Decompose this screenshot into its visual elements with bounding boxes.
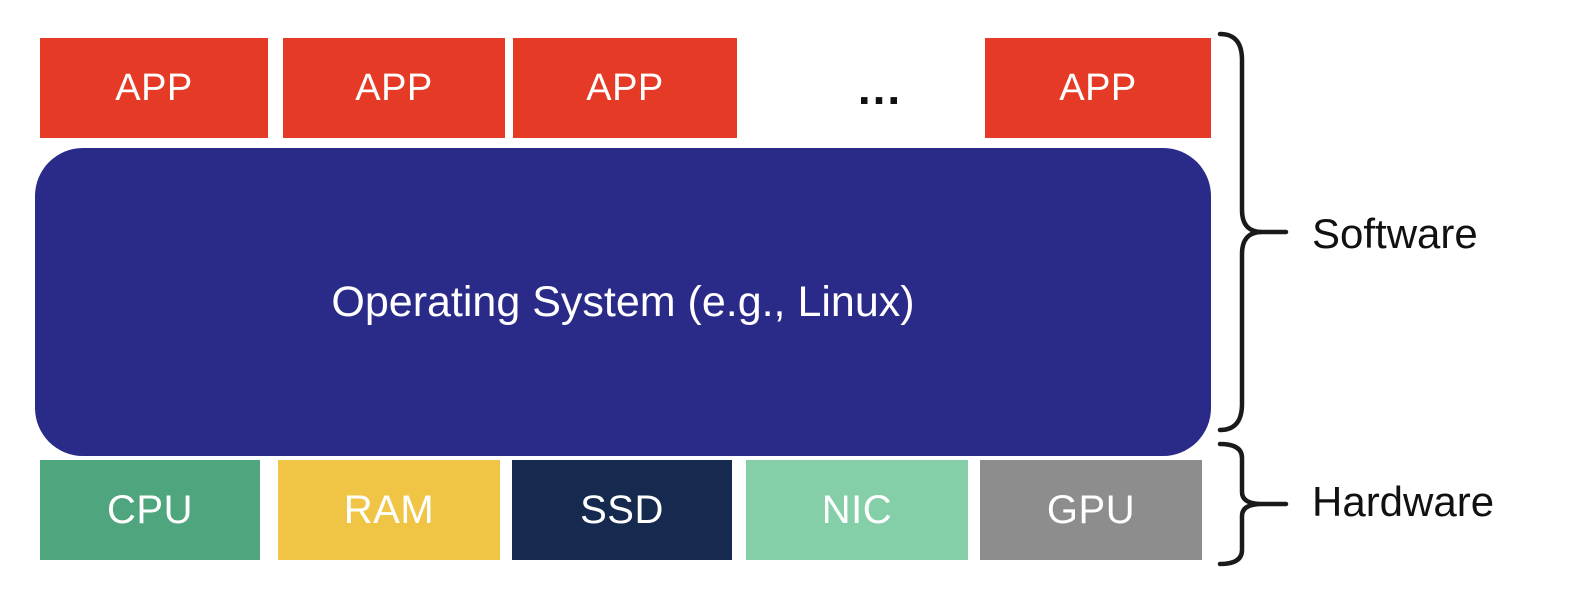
app-box-4: APP bbox=[985, 38, 1211, 138]
software-group-label: Software bbox=[1312, 210, 1478, 257]
app-label: APP bbox=[586, 66, 664, 109]
ellipsis: ... bbox=[857, 62, 903, 114]
hardware-group-label: Hardware bbox=[1312, 478, 1495, 525]
hardware-label: CPU bbox=[107, 487, 193, 532]
os-label: Operating System (e.g., Linux) bbox=[331, 277, 915, 326]
hardware-label: GPU bbox=[1046, 487, 1136, 532]
hardware-label: RAM bbox=[343, 487, 435, 532]
app-label: APP bbox=[115, 66, 193, 109]
os-box: Operating System (e.g., Linux) bbox=[35, 148, 1211, 456]
software-brace-icon bbox=[1216, 30, 1290, 434]
hardware-box-ssd: SSD bbox=[512, 460, 732, 560]
app-label: APP bbox=[355, 66, 433, 109]
hardware-label: NIC bbox=[821, 487, 893, 532]
hardware-brace-icon bbox=[1216, 440, 1290, 568]
hardware-box-cpu: CPU bbox=[40, 460, 260, 560]
app-box-1: APP bbox=[40, 38, 268, 138]
hardware-box-gpu: GPU bbox=[980, 460, 1202, 560]
hardware-box-ram: RAM bbox=[278, 460, 500, 560]
app-box-2: APP bbox=[283, 38, 505, 138]
hardware-label: SSD bbox=[580, 487, 664, 532]
app-box-3: APP bbox=[513, 38, 737, 138]
hardware-box-nic: NIC bbox=[746, 460, 968, 560]
app-label: APP bbox=[1059, 66, 1137, 109]
